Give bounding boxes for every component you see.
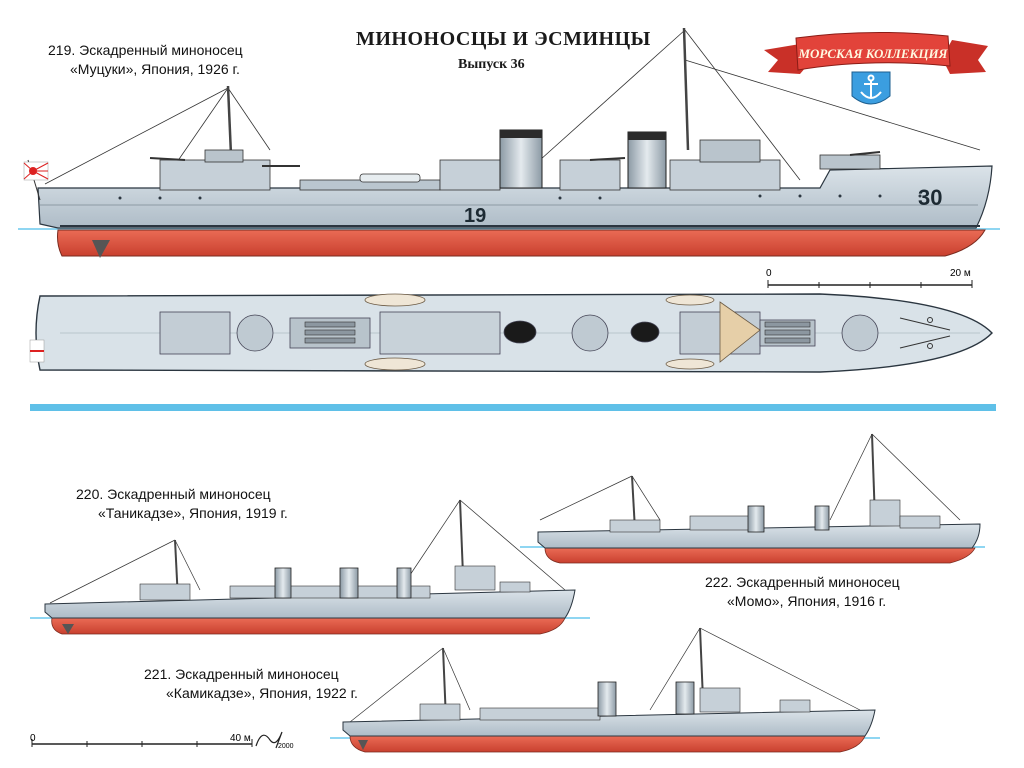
signature-year: 2000 [278,743,294,750]
ship-222-profile [520,433,985,564]
collection-badge: МОРСКАЯ КОЛЛЕКЦИЯ [764,31,988,105]
ship-221-profile [330,627,880,753]
caption-type: Эскадренный миноносец [107,486,271,502]
scale-start-label: 0 [766,268,772,279]
caption-name: «Момо», Япония, 1916 г. [727,593,887,609]
caption-number: 220. [76,486,104,502]
caption-type: Эскадренный миноносец [736,574,900,590]
caption-name: «Муцуки», Япония, 1926 г. [70,61,240,77]
section-divider [30,404,996,411]
caption-name: «Камикадзе», Япония, 1922 г. [166,685,358,701]
caption-number: 219. [48,42,76,58]
ship-219-plan [29,293,993,373]
scale-end-label: 20 м [950,268,971,279]
ship-220-profile [30,499,590,635]
hull-number-mid: 19 [464,205,486,227]
anchor-icon [860,74,882,99]
issue-number: Выпуск 36 [458,57,525,72]
caption-number: 221. [144,666,172,682]
caption-type: Эскадренный миноносец [175,666,339,682]
scale-bar-top: 0 20 м [766,268,973,288]
caption-name: «Таникадзе», Япония, 1919 г. [98,505,288,521]
scale-end-label: 40 м [230,733,251,744]
caption-number: 222. [705,574,733,590]
stern-flag-icon [29,339,45,363]
scale-bar-bottom: 0 40 м [30,733,253,747]
ship-219-profile: 19 30 [18,27,1000,258]
scale-start-label: 0 [30,733,36,744]
artist-signature: 2000 [255,731,294,750]
caption-220: 220. Эскадренный миноносец «Таникадзе», … [76,485,288,523]
naval-ensign-icon [23,159,49,201]
page-title: МИНОНОСЦЫ И ЭСМИНЦЫ [356,28,651,50]
caption-222: 222. Эскадренный миноносец «Момо», Япони… [705,573,900,611]
caption-219: 219. Эскадренный миноносец «Муцуки», Япо… [48,41,243,79]
hull-number-bow: 30 [918,185,942,210]
caption-221: 221. Эскадренный миноносец «Камикадзе», … [144,665,358,703]
badge-text: МОРСКАЯ КОЛЛЕКЦИЯ [797,46,948,61]
caption-type: Эскадренный миноносец [79,42,243,58]
